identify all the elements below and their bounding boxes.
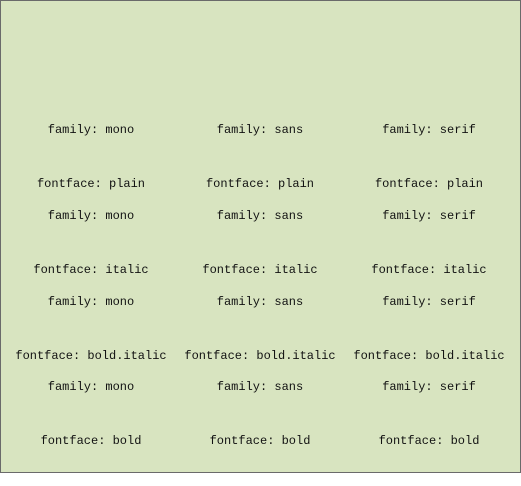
family-label: family: mono: [47, 380, 135, 394]
family-label: family: mono: [47, 123, 135, 137]
family-label: family: serif: [382, 123, 476, 137]
fontface-label: fontface: italic: [202, 263, 318, 277]
text-cell-mono-bold-italic: family: mono fontface: bold.italic: [6, 257, 176, 401]
family-label: family: mono: [47, 209, 135, 223]
text-cell-sans-plain: family: sans fontface: plain: [175, 85, 345, 229]
fontface-label: fontface: italic: [371, 263, 487, 277]
fontface-label: fontface: italic: [33, 263, 149, 277]
text-cell-sans-bold-italic: family: sans fontface: bold.italic: [175, 257, 345, 401]
text-cell-serif-bold-italic: family: serif fontface: bold.italic: [344, 257, 514, 401]
family-label: family: serif: [382, 380, 476, 394]
plot-panel: family: mono fontface: plain family: san…: [0, 0, 521, 473]
text-cell-mono-bold: family: mono fontface: bold: [6, 342, 176, 486]
family-label: family: serif: [382, 209, 476, 223]
text-cell-serif-italic: family: serif fontface: italic: [344, 171, 514, 315]
family-label: family: serif: [382, 295, 476, 309]
fontface-label: fontface: bold.italic: [184, 349, 336, 363]
family-label: family: sans: [216, 295, 304, 309]
text-cell-sans-italic: family: sans fontface: italic: [175, 171, 345, 315]
text-cell-serif-bold: family: serif fontface: bold: [344, 342, 514, 486]
text-cell-serif-plain: family: serif fontface: plain: [344, 85, 514, 229]
fontface-label: fontface: bold: [40, 434, 142, 448]
fontface-label: fontface: bold.italic: [15, 349, 167, 363]
text-cell-mono-italic: family: mono fontface: italic: [6, 171, 176, 315]
fontface-label: fontface: bold: [209, 434, 311, 448]
family-label: family: sans: [216, 123, 304, 137]
family-label: family: sans: [216, 209, 304, 223]
fontface-label: fontface: bold: [378, 434, 480, 448]
text-cell-sans-bold: family: sans fontface: bold: [175, 342, 345, 486]
fontface-label: fontface: plain: [374, 177, 484, 191]
fontface-label: fontface: plain: [205, 177, 315, 191]
text-cell-mono-plain: family: mono fontface: plain: [6, 85, 176, 229]
family-label: family: sans: [216, 380, 304, 394]
family-label: family: mono: [47, 295, 135, 309]
fontface-label: fontface: plain: [36, 177, 146, 191]
fontface-label: fontface: bold.italic: [353, 349, 505, 363]
